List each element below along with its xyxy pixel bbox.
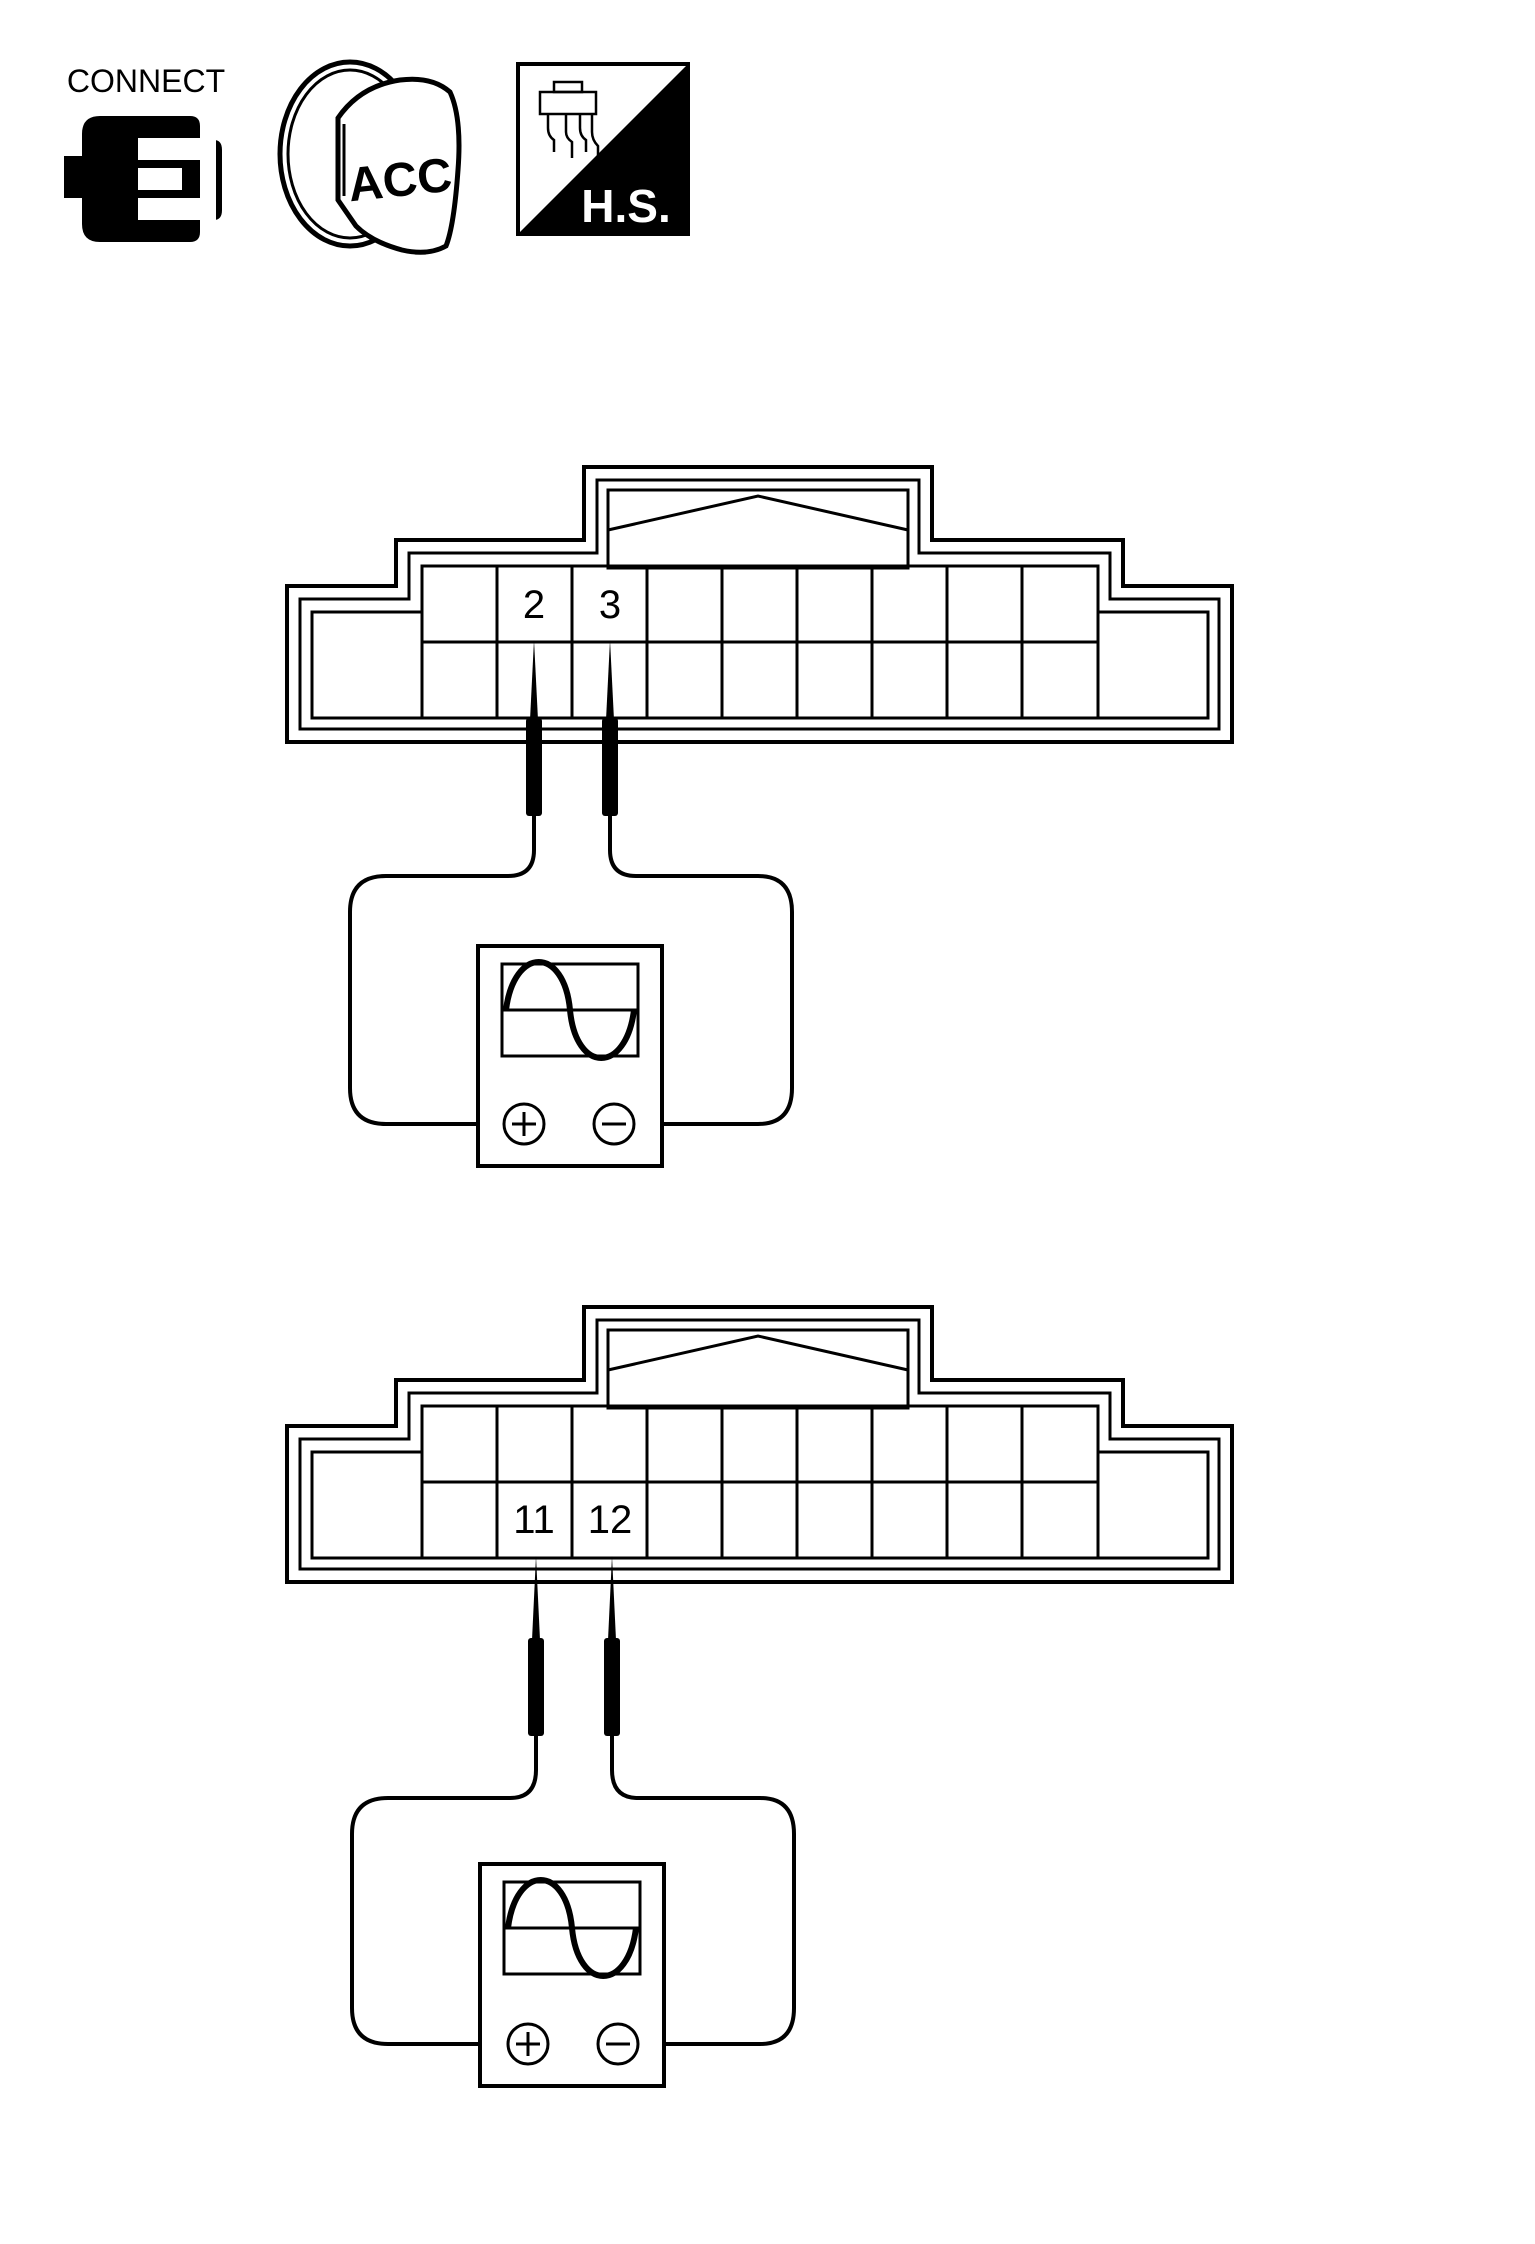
- hs-label: H.S.: [581, 180, 670, 232]
- terminal-number: 11: [513, 1498, 555, 1542]
- probe-positive: [348, 640, 542, 1126]
- probe-negative: [602, 640, 794, 1126]
- terminal-number: 3: [599, 583, 621, 627]
- harness-side-icon: H.S.: [516, 62, 690, 236]
- terminal-grid: [420, 1404, 1100, 1560]
- connector-lock-tab: [606, 488, 910, 570]
- harness-connector-sketch: [538, 80, 600, 160]
- oscilloscope-icon: [478, 1862, 666, 2088]
- ignition-key-icon: ACC: [277, 59, 462, 255]
- measurement-diagram-top: 2 3: [285, 465, 1234, 1168]
- terminal-number: 12: [588, 1498, 633, 1542]
- oscilloscope-icon: [476, 944, 664, 1168]
- probe-negative: [604, 1556, 796, 2046]
- connector-lock-tab: [606, 1328, 910, 1410]
- connect-label: CONNECT: [67, 63, 225, 99]
- connect-icon: CONNECT: [64, 63, 225, 242]
- probe-positive: [350, 1556, 544, 2046]
- connector-housing: [285, 465, 1234, 744]
- acc-label: ACC: [346, 149, 455, 213]
- terminal-grid: [420, 564, 1100, 720]
- connector-housing: [285, 1305, 1234, 1584]
- measurement-diagram-bottom: 11 12: [285, 1305, 1234, 2088]
- terminal-number: 2: [523, 583, 545, 627]
